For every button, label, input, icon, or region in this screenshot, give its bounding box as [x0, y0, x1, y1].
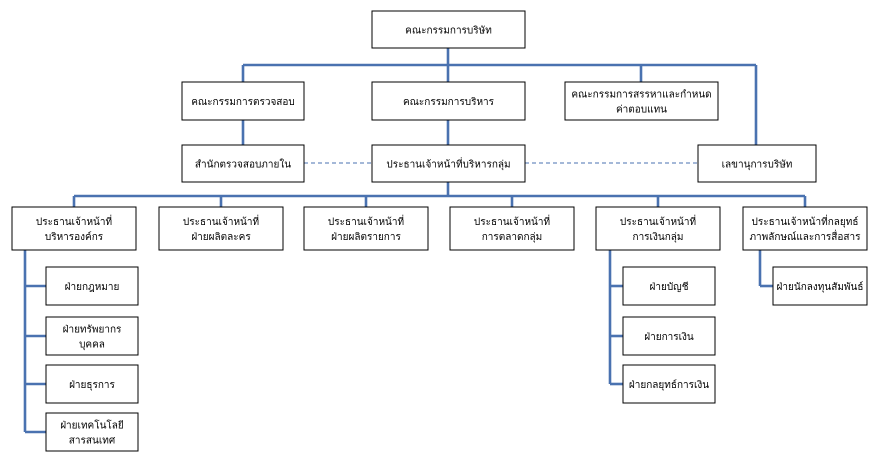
- box-frame: [371, 144, 526, 183]
- box-label-line: ฝ่ายกลยุทธ์การเงิน: [629, 379, 709, 391]
- box-label-line: ฝ่ายธุรการ: [69, 380, 115, 391]
- connector-lines: [23, 48, 807, 434]
- org-box-it: ฝ่ายเทคโนโลยีสารสนเทศ: [45, 412, 139, 452]
- org-box-secretary: เลขานุการบริษัท: [697, 144, 817, 183]
- box-frame: [622, 316, 716, 356]
- box-label-line: ฝ่ายนักลงทุนสัมพันธ์: [777, 281, 864, 293]
- box-label-line: การเงินกลุ่ม: [633, 232, 684, 243]
- org-box-chief-corporate: ประธานเจ้าหน้าที่บริหารองค์กร: [11, 206, 137, 251]
- org-box-chief-production: ประธานเจ้าหน้าที่ฝ่ายผลิตละคร: [158, 206, 284, 251]
- box-label-line: คณะกรรมการบริหาร: [403, 97, 495, 108]
- org-box-chief-strategy: ประธานเจ้าหน้าที่กลยุทธ์ภาพลักษณ์และการส…: [742, 206, 868, 251]
- box-frame: [158, 206, 284, 251]
- box-frame: [45, 316, 139, 356]
- box-label-line: ฝ่ายผลิตละคร: [191, 232, 251, 243]
- org-box-board: คณะกรรมการบริษัท: [371, 10, 526, 49]
- box-frame: [622, 364, 716, 404]
- box-label-line: ประธานเจ้าหน้าที่: [328, 214, 404, 228]
- org-box-fin-strategy: ฝ่ายกลยุทธ์การเงิน: [622, 364, 716, 404]
- box-frame: [371, 81, 526, 121]
- box-label-line: ประธานเจ้าหน้าที่: [620, 214, 696, 228]
- org-box-executive: คณะกรรมการบริหาร: [371, 81, 526, 121]
- box-frame: [697, 144, 817, 183]
- box-label-line: คณะกรรมการบริษัท: [405, 26, 492, 37]
- box-label-line: ประธานเจ้าหน้าที่: [474, 214, 550, 228]
- box-label-line: คณะกรรมการตรวจสอบ: [191, 97, 295, 108]
- org-box-ceo: ประธานเจ้าหน้าที่บริหารกลุ่ม: [371, 144, 526, 183]
- box-frame: [45, 266, 139, 306]
- box-label-line: ฝ่ายเทคโนโลยี: [60, 419, 124, 432]
- box-frame: [595, 206, 721, 251]
- box-label-line: ฝ่ายบัญชี: [650, 281, 689, 293]
- box-label-line: บุคคล: [79, 340, 105, 351]
- org-box-chief-marketing: ประธานเจ้าหน้าที่การตลาดกลุ่ม: [449, 206, 575, 251]
- box-frame: [45, 364, 139, 404]
- box-label-line: บริหารองค์กร: [45, 231, 104, 243]
- box-frame: [45, 412, 139, 452]
- box-label-line: เลขานุการบริษัท: [722, 160, 793, 171]
- box-label-line: สารสนเทศ: [69, 436, 116, 447]
- box-label-line: ประธานเจ้าหน้าที่: [183, 214, 259, 228]
- org-box-investor-relations: ฝ่ายนักลงทุนสัมพันธ์: [772, 266, 868, 306]
- box-label-line: สำนักตรวจสอบภายใน: [195, 159, 291, 171]
- box-frame: [181, 144, 305, 183]
- org-box-chief-finance: ประธานเจ้าหน้าที่การเงินกลุ่ม: [595, 206, 721, 251]
- box-label-line: ฝ่ายกฎหมาย: [65, 282, 120, 293]
- org-box-internal-audit: สำนักตรวจสอบภายใน: [181, 144, 305, 183]
- box-frame: [772, 266, 868, 306]
- org-box-accounting: ฝ่ายบัญชี: [622, 266, 716, 306]
- box-label-line: ประธานเจ้าหน้าที่: [36, 214, 112, 228]
- org-box-legal: ฝ่ายกฎหมาย: [45, 266, 139, 306]
- box-label-line: ภาพลักษณ์และการสื่อสาร: [749, 229, 861, 243]
- org-box-finance: ฝ่ายการเงิน: [622, 316, 716, 356]
- box-label-line: ประธานเจ้าหน้าที่บริหารกลุ่ม: [386, 157, 510, 171]
- org-box-audit: คณะกรรมการตรวจสอบ: [181, 81, 305, 121]
- box-frame: [181, 81, 305, 121]
- box-label-line: ฝ่ายผลิตรายการ: [331, 232, 401, 243]
- box-label-line: ประธานเจ้าหน้าที่กลยุทธ์: [752, 214, 859, 228]
- box-frame: [449, 206, 575, 251]
- org-box-chief-programs: ประธานเจ้าหน้าที่ฝ่ายผลิตรายการ: [303, 206, 429, 251]
- box-frame: [303, 206, 429, 251]
- box-frame: [371, 10, 526, 49]
- box-label-line: ค่าตอบแทน: [616, 105, 667, 116]
- org-box-admin: ฝ่ายธุรการ: [45, 364, 139, 404]
- box-label-line: ฝ่ายการเงิน: [644, 332, 694, 343]
- box-label-line: ฝ่ายทรัพยากร: [63, 325, 122, 336]
- box-label-line: คณะกรรมการสรรหาและกำหนด: [571, 90, 711, 101]
- box-frame: [11, 206, 137, 251]
- box-frame: [742, 206, 868, 251]
- box-frame: [564, 81, 719, 121]
- box-label-line: การตลาดกลุ่ม: [482, 232, 543, 243]
- box-frame: [622, 266, 716, 306]
